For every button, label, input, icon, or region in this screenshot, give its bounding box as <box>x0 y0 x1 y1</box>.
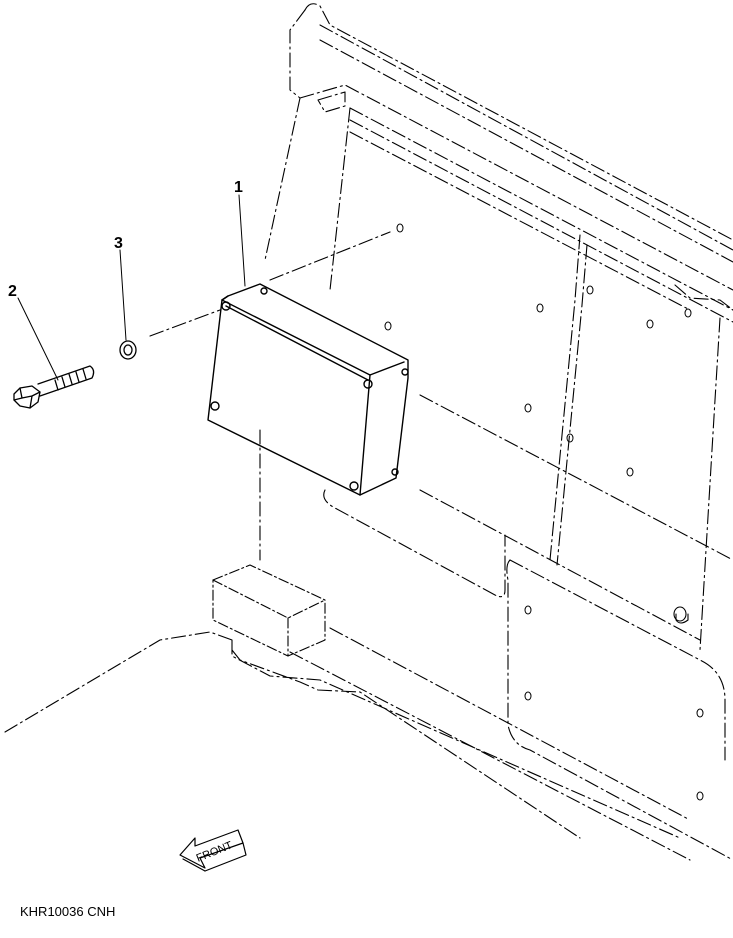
callout-part-1: 1 <box>234 179 243 196</box>
callout-part-2: 2 <box>8 283 17 300</box>
part-2-hex-bolt <box>13 365 95 409</box>
side-panel <box>259 97 733 861</box>
front-label: FRONT <box>195 839 235 864</box>
callout-part-3: 3 <box>114 235 123 252</box>
assembly-centerline <box>149 231 391 337</box>
diagram-reference: KHR10036 CNH <box>20 904 116 919</box>
part-1-control-box <box>207 283 409 496</box>
mount-bracket <box>212 564 326 657</box>
part-3-washer <box>119 340 137 360</box>
frame-top-rail <box>289 3 733 323</box>
front-arrow-icon <box>179 829 247 872</box>
panel-holes <box>384 223 704 801</box>
panel-boss <box>673 606 689 624</box>
leader-lines <box>17 194 246 381</box>
frame-lower-rails <box>4 627 691 861</box>
